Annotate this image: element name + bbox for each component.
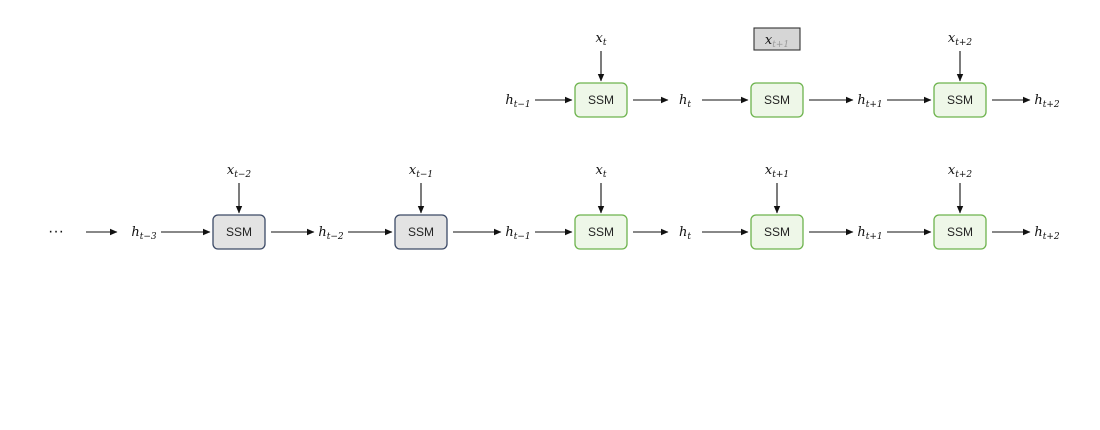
ssm-block-bottom-1: SSM — [394, 214, 448, 250]
ssm-block-label: SSM — [588, 93, 614, 107]
ssm-block-box — [574, 82, 628, 118]
hidden-state-bottom-4: ht+1 — [857, 225, 882, 242]
hidden-state-bottom-1: ht−2 — [318, 225, 344, 242]
ssm-block-box — [574, 214, 628, 250]
ssm-block-label: SSM — [408, 225, 434, 239]
ssm-block-top-1: SSM — [750, 82, 804, 118]
ssm-block-box — [750, 214, 804, 250]
ssm-block-label: SSM — [764, 225, 790, 239]
hidden-state-top-0: ht−1 — [505, 93, 530, 110]
ellipsis-glyph: ··· — [48, 223, 64, 240]
input-token-bottom-4: xt+2 — [948, 163, 973, 180]
hidden-state-bottom-0: ht−3 — [131, 225, 157, 242]
hidden-state-top-3: ht+2 — [1034, 93, 1060, 110]
input-token-top-0: xt — [596, 31, 607, 48]
ssm-block-box — [394, 214, 448, 250]
ssm-block-label: SSM — [947, 225, 973, 239]
ssm-block-label: SSM — [947, 93, 973, 107]
ssm-block-bottom-0: SSM — [212, 214, 266, 250]
masked-input-top-1: xt+1 — [753, 27, 801, 51]
ssm-block-label: SSM — [588, 225, 614, 239]
ssm-block-box — [933, 214, 987, 250]
input-token-bottom-3: xt+1 — [765, 163, 789, 180]
input-token-bottom-0: xt−2 — [227, 163, 252, 180]
hidden-state-top-2: ht+1 — [857, 93, 882, 110]
ssm-block-top-2: SSM — [933, 82, 987, 118]
hidden-state-top-1: ht — [679, 93, 691, 110]
input-token-bottom-1: xt−1 — [409, 163, 433, 180]
masked-input-box — [753, 27, 801, 51]
ssm-block-box — [933, 82, 987, 118]
ssm-block-bottom-2: SSM — [574, 214, 628, 250]
input-token-top-2: xt+2 — [948, 31, 973, 48]
ssm-block-label: SSM — [764, 93, 790, 107]
ssm-block-label: SSM — [226, 225, 252, 239]
ssm-block-box — [750, 82, 804, 118]
input-token-bottom-2: xt — [596, 163, 607, 180]
hidden-state-bottom-2: ht−1 — [505, 225, 530, 242]
ssm-block-bottom-4: SSM — [933, 214, 987, 250]
hidden-state-bottom-5: ht+2 — [1034, 225, 1060, 242]
ssm-block-box — [212, 214, 266, 250]
ssm-block-bottom-3: SSM — [750, 214, 804, 250]
ssm-block-top-0: SSM — [574, 82, 628, 118]
hidden-state-bottom-3: ht — [679, 225, 691, 242]
masked-input-label: xt+1 — [765, 33, 789, 50]
